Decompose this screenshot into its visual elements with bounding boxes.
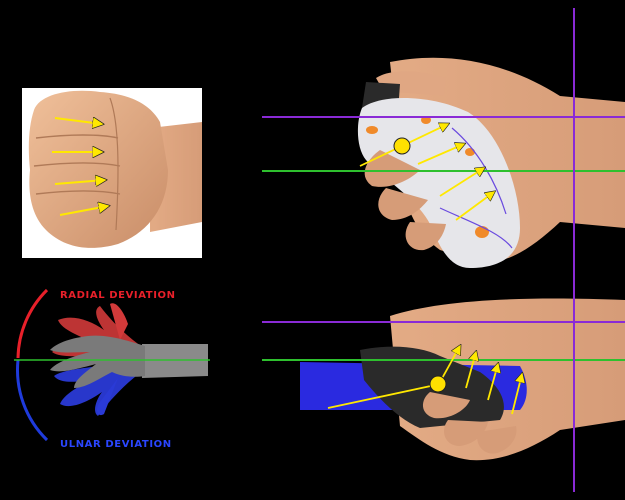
neutral-forearm	[142, 344, 208, 378]
grip-top-finger	[378, 188, 428, 220]
force-arrow	[54, 118, 102, 124]
fist-crease	[33, 162, 121, 167]
device-marker	[366, 126, 378, 134]
fist-hand	[28, 90, 168, 248]
lever-arm-line	[327, 383, 441, 409]
device-marker	[475, 226, 489, 238]
force-arrow	[59, 206, 108, 216]
clenched-fist-photo	[22, 88, 202, 258]
fist-thumb-edge	[109, 97, 119, 231]
wrist-deviation-diagram: RADIAL DEVIATION ULNAR DEVIATION	[14, 288, 210, 450]
neutral-hand	[50, 335, 145, 388]
grip-side-finger	[444, 420, 488, 446]
force-arrow	[511, 374, 522, 415]
fist-crease	[35, 134, 119, 139]
force-arrow	[54, 180, 105, 184]
grip-side-finger	[477, 426, 517, 454]
grip-top-finger	[364, 150, 420, 187]
radial-deviation-label: RADIAL DEVIATION	[60, 290, 176, 301]
device-marker	[465, 148, 475, 156]
force-arrow	[417, 144, 464, 165]
force-arrow	[465, 352, 476, 389]
force-arrow	[487, 364, 498, 401]
force-arrow	[439, 346, 460, 383]
ulnar-deviation-arc	[16, 359, 49, 442]
grip-top-finger	[405, 222, 446, 251]
force-arrow	[439, 168, 484, 197]
device-contour	[439, 207, 513, 249]
ulnar-thumb	[97, 378, 118, 416]
grip-pivot-point	[429, 375, 447, 393]
grip-top-view-photo	[262, 57, 625, 268]
grip-pivot-point	[393, 137, 411, 155]
radial-deviation-arc	[16, 288, 49, 359]
grip-side-view-photo	[262, 298, 625, 461]
ulnar-deviation-label: ULNAR DEVIATION	[60, 439, 172, 450]
radial-thumb	[110, 303, 128, 340]
fist-crease	[35, 190, 121, 195]
grip-side-finger	[422, 392, 470, 419]
force-arrow	[455, 192, 494, 221]
